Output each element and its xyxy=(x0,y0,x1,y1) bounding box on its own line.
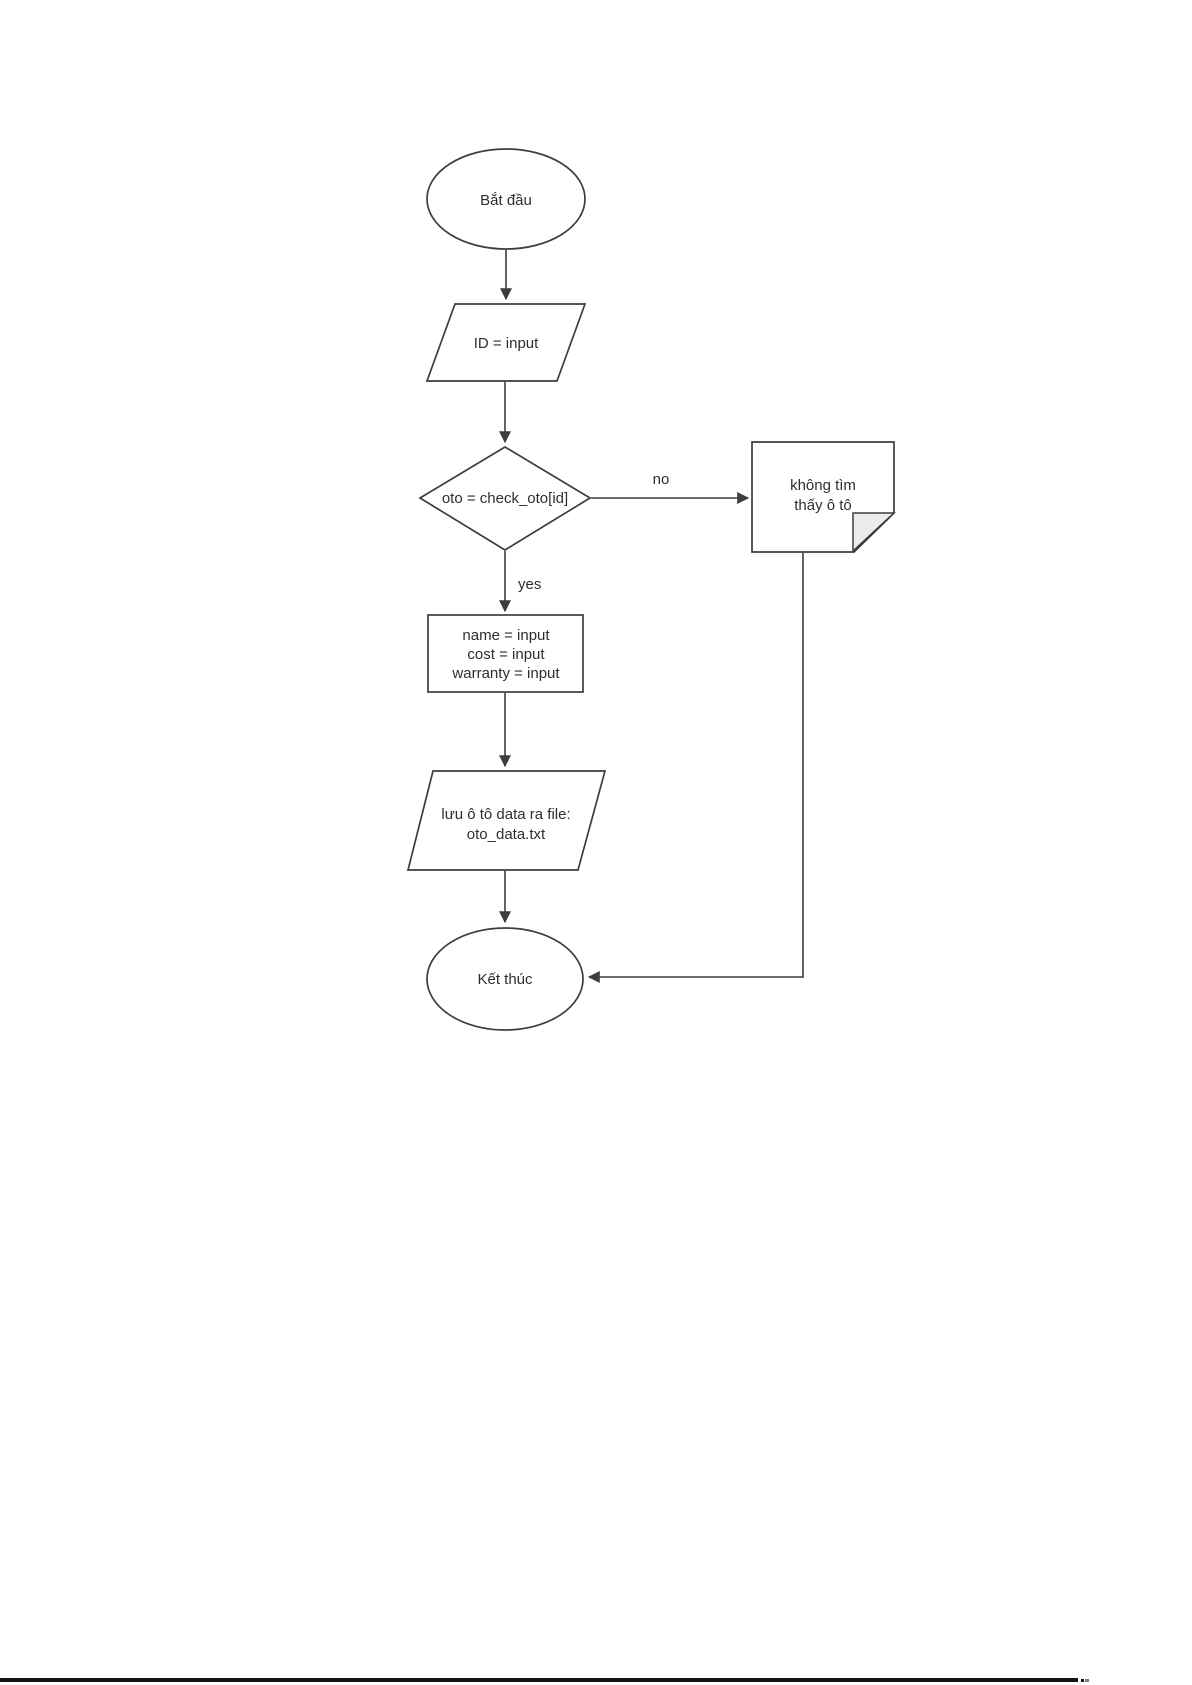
note-folded-corner xyxy=(852,512,896,553)
save-file-parallelogram xyxy=(406,770,607,871)
note-line-2: thấy ô tô xyxy=(794,497,852,514)
process-line-3: warranty = input xyxy=(451,665,560,682)
process-rect xyxy=(427,614,584,693)
edges: no yes xyxy=(499,250,804,983)
input-id-node: ID = input xyxy=(425,303,587,382)
start-node: Bắt đầu xyxy=(426,148,586,250)
input-id-parallelogram xyxy=(425,303,587,382)
process-line-1: name = input xyxy=(462,627,550,644)
decision-diamond xyxy=(418,446,592,551)
page-bottom-rule-mark xyxy=(1085,1679,1089,1682)
edge-label-no: no xyxy=(653,471,670,488)
start-label: Bắt đầu xyxy=(480,192,532,209)
process-node: name = input cost = input warranty = inp… xyxy=(427,614,584,693)
page-bottom-rule-dot xyxy=(1081,1679,1084,1682)
end-label: Kết thúc xyxy=(477,971,533,988)
not-found-note-node: không tìm thấy ô tô xyxy=(751,441,896,553)
process-line-2: cost = input xyxy=(467,646,545,663)
edge-note-to-end xyxy=(587,553,804,983)
decision-node: oto = check_oto[id] xyxy=(418,446,592,551)
note-line-1: không tìm xyxy=(790,477,856,494)
page-bottom-rule xyxy=(0,1678,1078,1682)
end-ellipse xyxy=(426,927,584,1031)
start-ellipse xyxy=(426,148,586,250)
save-file-node: lưu ô tô data ra file: oto_data.txt xyxy=(406,770,607,871)
save-file-line-2: oto_data.txt xyxy=(467,826,546,843)
decision-label: oto = check_oto[id] xyxy=(442,490,568,507)
end-node: Kết thúc xyxy=(426,927,584,1031)
edge-label-yes: yes xyxy=(518,576,541,593)
save-file-line-1: lưu ô tô data ra file: xyxy=(441,806,570,823)
input-id-label: ID = input xyxy=(474,335,539,352)
